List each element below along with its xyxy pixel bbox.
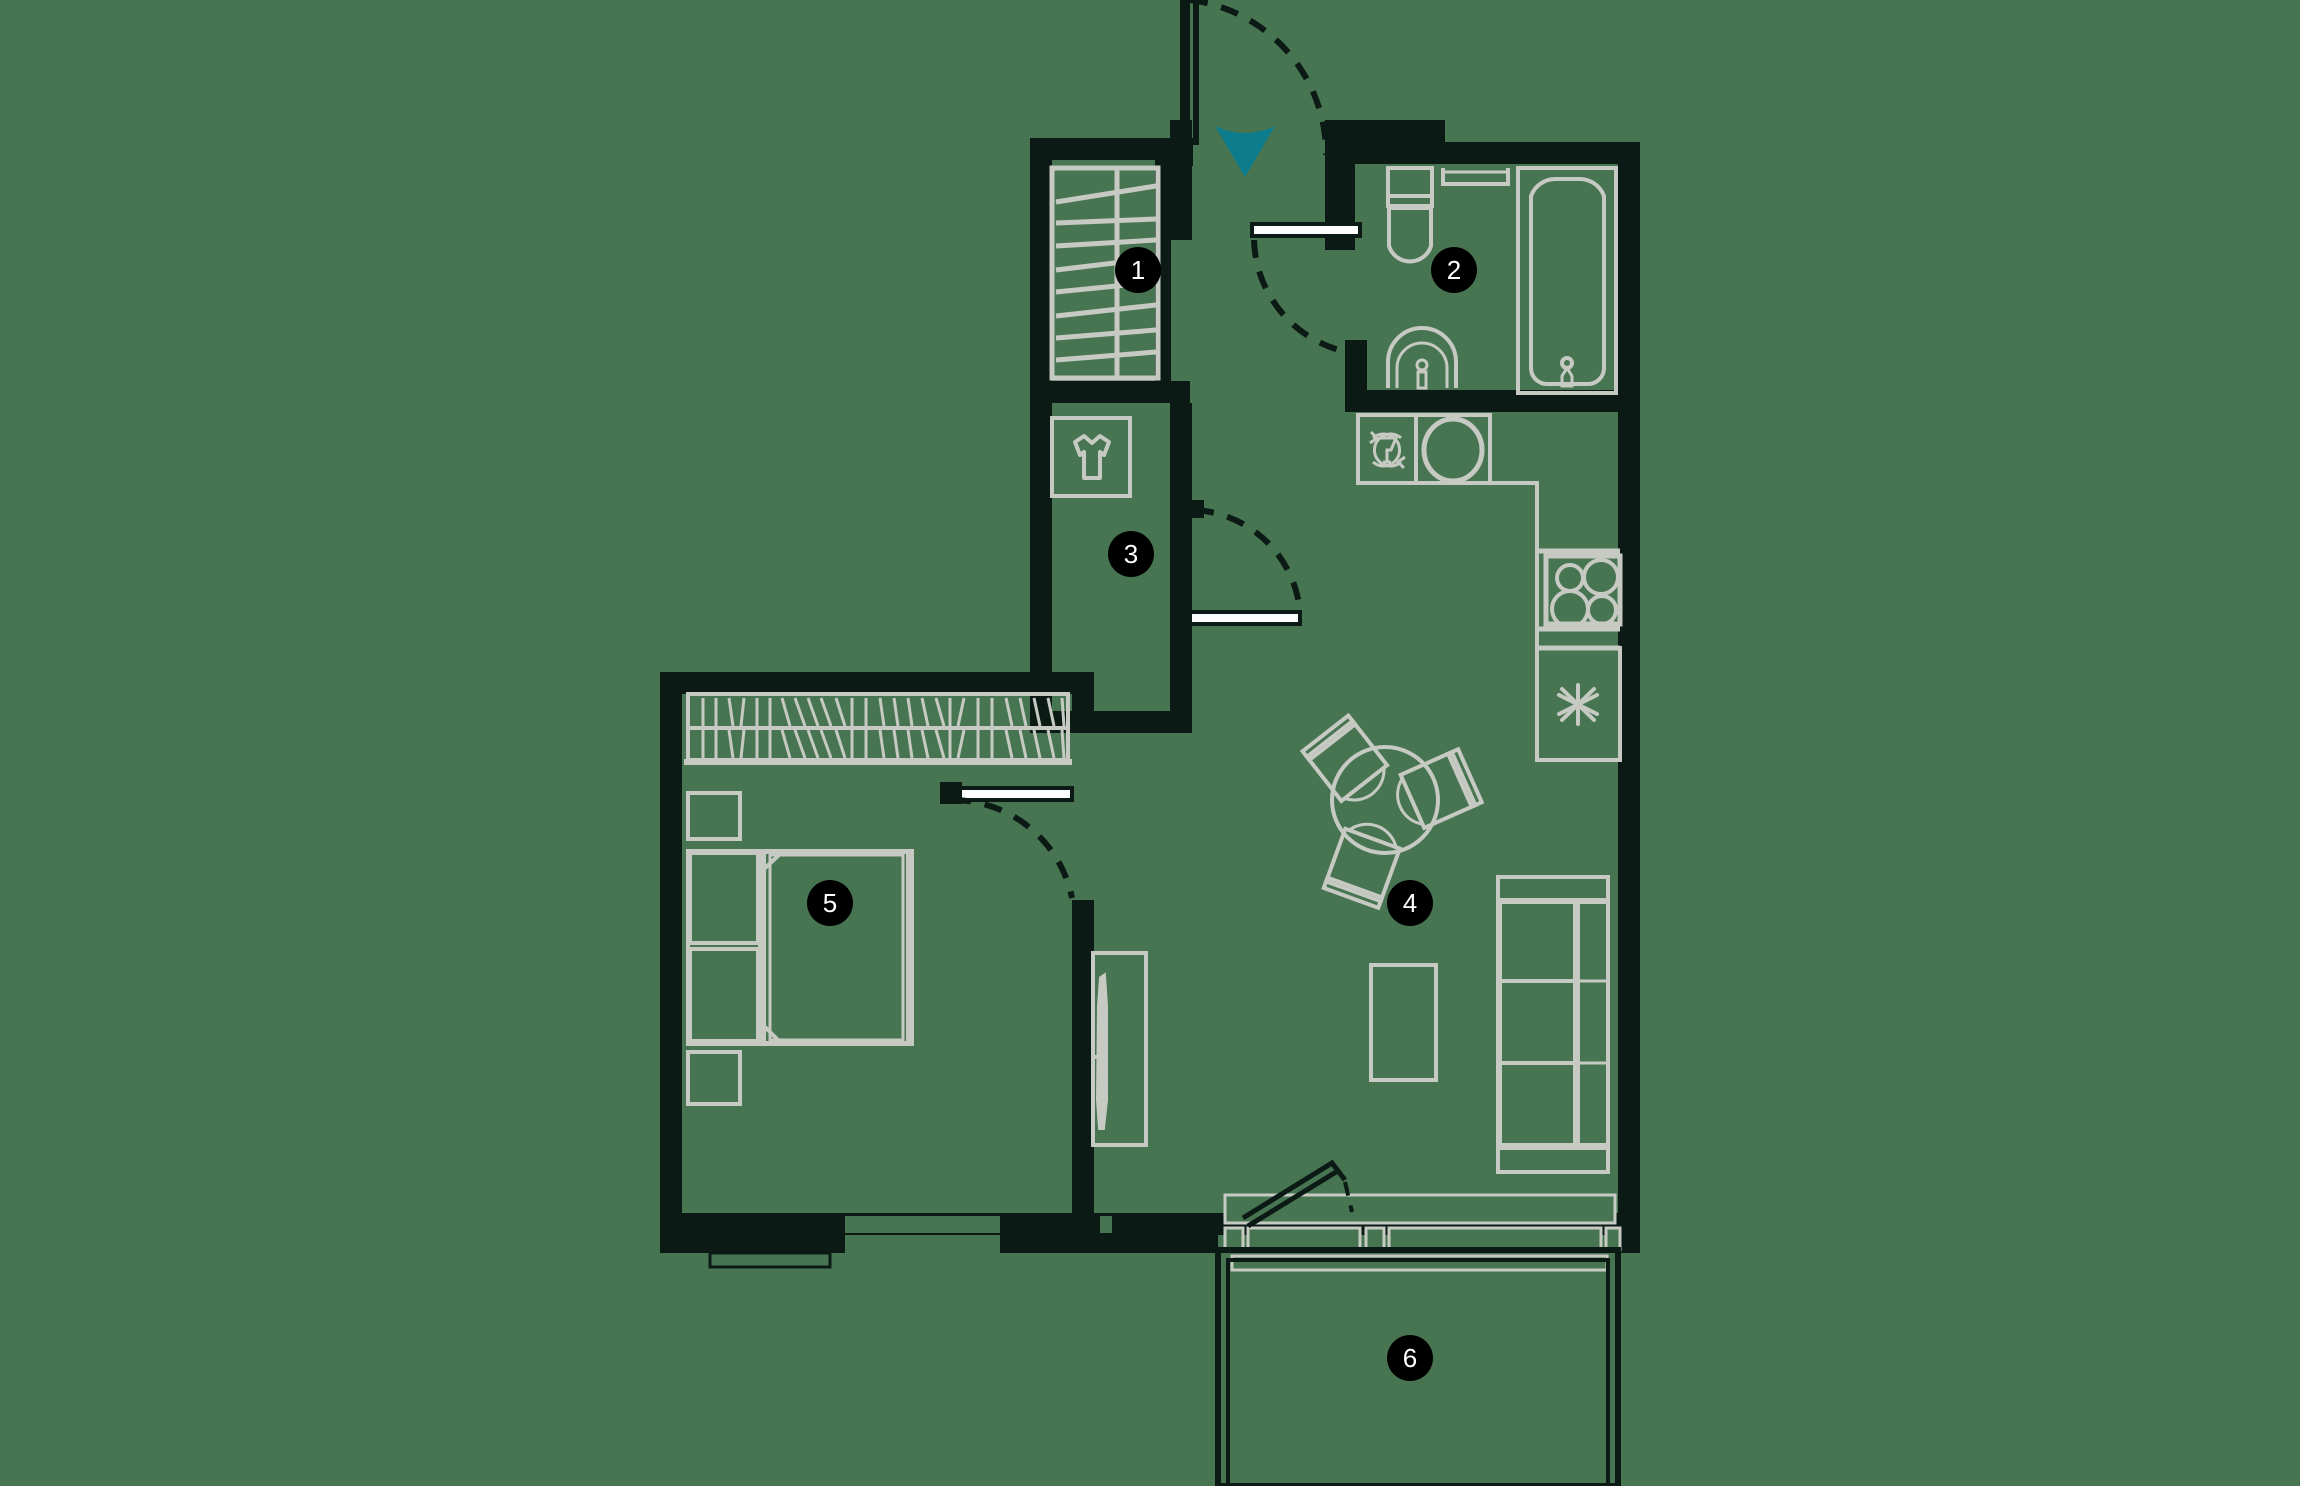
fixture-dining-chair-2 xyxy=(1396,746,1485,831)
fixture-dishwasher xyxy=(1356,413,1418,485)
wall-right-exterior xyxy=(1618,142,1640,1235)
bedroom-window-right xyxy=(1100,1216,1112,1233)
window-sill-right xyxy=(1093,1213,1218,1253)
room-marker-4[interactable]: 4 xyxy=(1387,880,1433,926)
fixture-nightstand-top xyxy=(686,791,742,841)
fixture-toilet xyxy=(1386,166,1434,264)
fixture-refrigerator xyxy=(1535,646,1622,762)
wall-bedroom-left xyxy=(660,672,682,1235)
wall-entry-header-cap xyxy=(1325,120,1445,142)
windows-layer xyxy=(708,1193,1622,1272)
room-marker-2-label: 2 xyxy=(1446,255,1462,285)
wall-entry-top xyxy=(1030,138,1190,160)
fixture-nightstand-bottom xyxy=(686,1050,742,1106)
fixture-kitchen-sink xyxy=(1414,413,1492,485)
wall-hall-bottom xyxy=(1030,711,1192,733)
entrance-door xyxy=(1175,0,1330,166)
fixture-sofa xyxy=(1496,875,1610,1174)
fixture-tshirt-wardrobe xyxy=(1050,416,1132,498)
fixture-coffee-table xyxy=(1369,963,1438,1082)
window-sill-far-right xyxy=(1618,1213,1640,1253)
fixture-tall-cabinet xyxy=(1091,951,1148,1147)
room-marker-4-label: 4 xyxy=(1402,888,1418,918)
fixture-dining-chair-1 xyxy=(1299,712,1390,804)
bedroom-window-left xyxy=(708,1216,1000,1269)
wall-bath-top xyxy=(1345,142,1640,164)
fixture-round-dining-table xyxy=(1330,745,1440,855)
wall-closet1-bottom xyxy=(1030,381,1190,403)
window-sill-bedroom xyxy=(660,1213,845,1253)
living-room-balcony-window xyxy=(1223,1193,1622,1272)
wall-closet1-left xyxy=(1030,138,1052,403)
room-marker-6-label: 6 xyxy=(1402,1343,1418,1373)
room-marker-6[interactable]: 6 xyxy=(1387,1335,1433,1381)
fixture-cooktop xyxy=(1543,553,1623,629)
fixtures-layer xyxy=(684,165,1623,1174)
room-marker-2[interactable]: 2 xyxy=(1431,247,1477,293)
wall-hall-left xyxy=(1030,403,1052,733)
room-marker-5-label: 5 xyxy=(822,888,838,918)
fixture-dining-chair-3 xyxy=(1321,822,1403,911)
fixture-towel-shelf xyxy=(1441,168,1510,186)
wall-bath-bottom xyxy=(1345,390,1620,412)
fixture-bathtub xyxy=(1516,166,1618,395)
room-marker-1[interactable]: 1 xyxy=(1115,247,1161,293)
hallway-door xyxy=(1178,500,1303,626)
room-marker-3-label: 3 xyxy=(1123,539,1139,569)
balcony-outline xyxy=(1215,1159,1621,1486)
wall-hall-vertical xyxy=(1170,403,1192,733)
fixture-pillow-bottom xyxy=(688,947,760,1043)
walls-layer xyxy=(660,120,1640,1253)
doors-layer xyxy=(940,0,1367,899)
fixture-bathroom-sink xyxy=(1386,326,1458,390)
wall-bedroom-top xyxy=(660,672,1072,694)
fixture-wardrobe-hanging-rail xyxy=(684,692,1072,765)
window-sill-mid xyxy=(1000,1213,1094,1253)
entrance-arrow-icon xyxy=(1215,126,1275,177)
room-marker-5[interactable]: 5 xyxy=(807,880,853,926)
bedroom-door xyxy=(940,782,1075,899)
fixture-pillow-top xyxy=(688,851,760,945)
room-marker-1-label: 1 xyxy=(1130,255,1146,285)
room-marker-3[interactable]: 3 xyxy=(1108,531,1154,577)
wall-bedroom-partition-top xyxy=(1072,672,1094,732)
wall-bedroom-partition xyxy=(1072,900,1094,1235)
bathroom-door xyxy=(1250,222,1367,371)
